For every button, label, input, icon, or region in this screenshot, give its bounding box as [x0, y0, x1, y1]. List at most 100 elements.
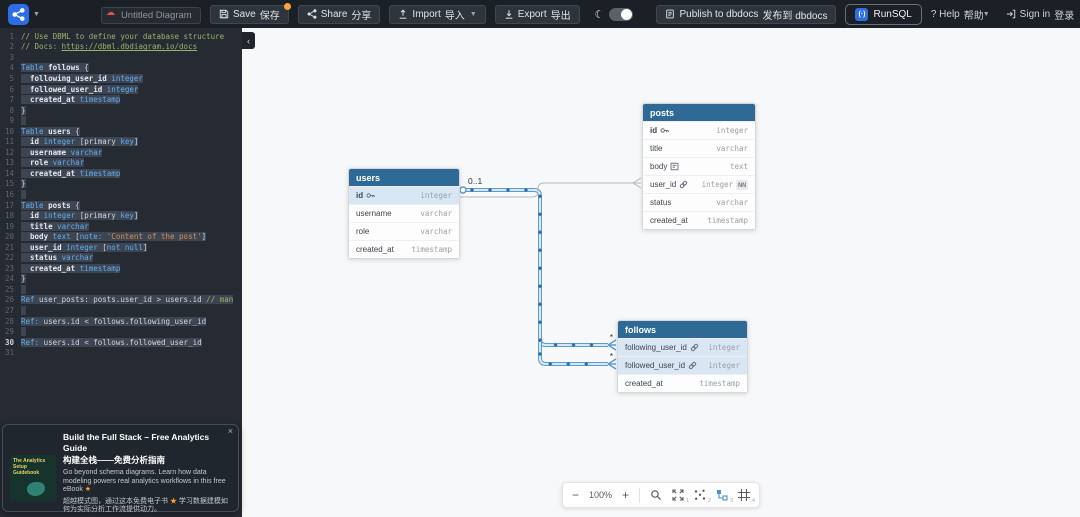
code-line[interactable]: 21 user_id integer [not null]	[0, 242, 242, 253]
fit-to-screen-button[interactable]: 1	[672, 489, 689, 504]
import-button[interactable]: Import 导入 ▼	[389, 4, 486, 24]
code-line[interactable]: 2// Docs: https://dbml.dbdiagram.io/docs	[0, 42, 242, 53]
code-line[interactable]: 27	[0, 305, 242, 316]
vertex-marker[interactable]	[537, 302, 543, 307]
vertex-marker[interactable]	[487, 187, 493, 193]
diagram-canvas[interactable]: ‹ 0..1** − 100% +	[242, 28, 1080, 517]
code-text: Ref: users.id < follows.following_user_i…	[21, 316, 207, 326]
code-line[interactable]: 31	[0, 347, 242, 358]
vertex-marker[interactable]	[505, 187, 511, 193]
relation-endpoint-marker[interactable]	[459, 186, 467, 194]
code-line[interactable]: 23 created_at timestamp	[0, 263, 242, 274]
magnifier-button[interactable]	[650, 489, 662, 501]
relation-line-users-id-to-follows-following-user-id[interactable]	[460, 188, 608, 347]
vertex-marker[interactable]	[537, 230, 543, 235]
ebook-cover[interactable]: The Analytics Setup Guidebook	[10, 455, 56, 501]
code-line[interactable]: 16	[0, 189, 242, 200]
vertex-marker[interactable]	[537, 338, 543, 343]
vertex-marker[interactable]	[537, 284, 543, 289]
diagram-title-wrap: ☁	[100, 5, 201, 24]
code-line[interactable]: 7 created_at timestamp	[0, 94, 242, 105]
diagram-title-input[interactable]	[100, 6, 201, 24]
sign-in-link[interactable]: Sign in 登录	[1006, 7, 1074, 22]
code-line[interactable]: 11 id integer [primary key]	[0, 136, 242, 147]
vertex-marker[interactable]	[537, 320, 543, 325]
publish-dbdocs-button[interactable]: Publish to dbdocs 发布到 dbdocs	[656, 4, 837, 24]
collapse-editor-button[interactable]: ‹	[242, 32, 255, 49]
relation-line-posts-user-id-to-users-id[interactable]	[460, 182, 633, 198]
share-button[interactable]: Share 分享	[297, 4, 381, 24]
vertex-marker[interactable]	[537, 248, 543, 253]
close-icon[interactable]: ×	[227, 426, 233, 436]
crow-foot-icon	[607, 358, 617, 370]
code-line[interactable]: 8}	[0, 105, 242, 116]
table-header[interactable]: follows	[618, 321, 747, 338]
zoom-in-button[interactable]: +	[622, 488, 630, 502]
runsql-button[interactable]: (·) RunSQL	[845, 3, 922, 25]
dark-mode-toggle[interactable]	[609, 7, 634, 21]
code-line[interactable]: 29	[0, 326, 242, 337]
code-line[interactable]: 1// Use DBML to define your database str…	[0, 31, 242, 42]
frame-button[interactable]: 4	[738, 489, 755, 504]
vertex-marker[interactable]	[537, 212, 543, 217]
zoom-out-button[interactable]: −	[571, 488, 579, 502]
code-line[interactable]: 15}	[0, 179, 242, 190]
vertex-marker[interactable]	[469, 187, 475, 193]
promo-title-zh[interactable]: 构建全栈——免费分析指南	[63, 455, 166, 465]
code-line[interactable]: 14 created_at timestamp	[0, 168, 242, 179]
vertex-marker[interactable]	[523, 187, 529, 193]
vertex-marker[interactable]	[571, 342, 576, 348]
table-header[interactable]: users	[349, 169, 459, 186]
vertex-marker[interactable]	[537, 194, 543, 199]
highlight-relations-button[interactable]: 3	[716, 489, 733, 504]
code-line[interactable]: 12 username varchar	[0, 147, 242, 158]
vertex-marker[interactable]	[553, 342, 558, 348]
save-button[interactable]: Save 保存	[209, 2, 291, 24]
code-line[interactable]: 6 followed_user_id integer	[0, 84, 242, 95]
export-button[interactable]: Export 导出	[494, 4, 580, 24]
vertex-marker[interactable]	[584, 361, 589, 367]
code-line[interactable]: 22 status varchar	[0, 252, 242, 263]
code-line[interactable]: 5 following_user_id integer	[0, 73, 242, 84]
auto-arrange-button[interactable]: 2	[694, 489, 711, 504]
code-line[interactable]: 9	[0, 115, 242, 126]
code-line[interactable]: 24}	[0, 274, 242, 285]
vertex-marker[interactable]	[589, 342, 594, 348]
vertex-marker[interactable]	[537, 351, 543, 357]
code-line[interactable]: 13 role varchar	[0, 158, 242, 169]
code-line[interactable]: 18 id integer [primary key]	[0, 210, 242, 221]
code-line[interactable]: 20 body text [note: 'Content of the post…	[0, 231, 242, 242]
vertex-marker[interactable]	[548, 361, 553, 367]
code-line[interactable]: 25	[0, 284, 242, 295]
promo-title-en[interactable]: Build the Full Stack – Free Analytics Gu…	[63, 432, 210, 453]
code-line[interactable]: 19 title varchar	[0, 221, 242, 232]
help-menu[interactable]: ? Help 帮助 ▼	[931, 7, 990, 22]
logo-menu-caret[interactable]: ▼	[33, 10, 40, 18]
code-line[interactable]: 3	[0, 52, 242, 63]
dbdiagram-logo[interactable]	[8, 3, 29, 25]
table-header[interactable]: posts	[643, 104, 755, 121]
vertex-marker[interactable]	[566, 361, 571, 367]
